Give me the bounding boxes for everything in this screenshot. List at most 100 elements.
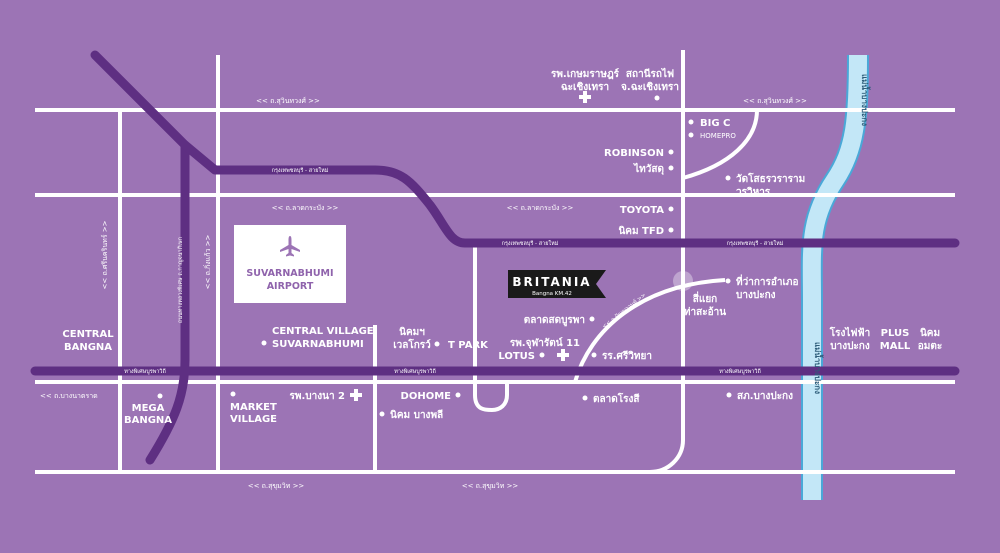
place-district-2: บางปะกง xyxy=(736,289,776,301)
place-market-village-1: MARKET xyxy=(230,402,277,413)
dot-police xyxy=(726,392,732,398)
dot-homepro xyxy=(688,132,694,138)
expressway-kanchanaphisek xyxy=(90,50,190,465)
place-power-plant-1: โรงไฟฟ้า xyxy=(829,326,870,339)
dot-lotus xyxy=(539,352,545,358)
label-burapha-mid: ทางพิเศษบูรพาวิถี xyxy=(394,368,436,375)
label-suwinthawong-right: << ถ.สุวินทวงศ์ >> xyxy=(743,97,807,105)
expressway-network xyxy=(30,50,960,465)
label-latkrabang-right: << ถ.ลาดกระบัง >> xyxy=(507,204,574,212)
place-amata-1: นิคม xyxy=(920,327,940,339)
place-temple-1: วัดโสธรวราราม xyxy=(736,172,805,185)
place-mega-bangna-1: MEGA xyxy=(132,403,165,414)
place-hospital-chularat: รพ.จุฬารัตน์ 11 xyxy=(510,337,580,349)
hospital-cross-icon xyxy=(350,389,362,401)
label-latkrabang-left: << ถ.ลาดกระบัง >> xyxy=(272,204,339,212)
label-burapha-right: ทางพิเศษบูรพาวิถี xyxy=(719,368,761,375)
airport-name-line2: AIRPORT xyxy=(267,281,314,292)
brand-sub: Bangna KM.42 xyxy=(532,291,572,297)
place-market-village-2: VILLAGE xyxy=(230,414,277,425)
place-school: รร.ศรีวิทยา xyxy=(602,350,652,362)
place-mega-bangna-2: BANGNA xyxy=(124,415,172,426)
dot-market-village xyxy=(230,391,236,397)
place-station-2: จ.ฉะเชิงเทรา xyxy=(621,81,679,93)
place-dohome: DOHOME xyxy=(401,391,452,402)
place-talat-burapha: ตลาดสดบูรพา xyxy=(524,315,585,327)
place-bangplee: นิคม บางพลี xyxy=(390,409,443,421)
place-plus-mall-2: MALL xyxy=(880,341,911,352)
dot-nikhom-tfd xyxy=(668,227,674,233)
place-central-village-1: CENTRAL VILLAGE xyxy=(272,326,374,337)
place-homepro: HOMEPRO xyxy=(700,132,736,140)
hospital-cross-icon xyxy=(557,349,569,361)
place-hospital-bangna2: รพ.บางนา 2 xyxy=(290,391,346,402)
place-temple-2: วรวิหาร xyxy=(736,186,771,198)
label-burapha-left: ทางพิเศษบูรพาวิถี xyxy=(124,368,166,375)
place-hospital-top-1: รพ.เกษมราษฎร์ xyxy=(551,68,620,80)
place-station-1: สถานีรถไฟ xyxy=(626,67,674,80)
road-bottom-curve xyxy=(649,382,685,474)
label-river-bottom: แม่น้ำบางปะกง xyxy=(813,342,824,394)
place-thaiwatsadu: ไทวัสดุ xyxy=(633,162,664,175)
label-river-top: แม่น้ำบางปะกง xyxy=(860,74,871,126)
place-district-1: ที่ว่าการอำเภอ xyxy=(736,274,799,288)
airplane-icon xyxy=(280,236,300,257)
road-panyawan xyxy=(573,278,726,383)
label-motorway-mid-right: กรุงเทพชลบุรี - สายใหม่ xyxy=(727,240,784,247)
road-tpark-loop xyxy=(473,245,509,413)
dot-talat-burapha xyxy=(589,316,595,322)
place-lotus: LOTUS xyxy=(498,351,535,362)
place-robinson: ROBINSON xyxy=(604,148,664,159)
label-bangna-trad: << ถ.บางนาตราด xyxy=(40,392,98,400)
dot-welgrow xyxy=(434,341,440,347)
dot-thaiwatsadu xyxy=(668,165,674,171)
airport-name-line1: SUVARNABHUMI xyxy=(246,268,333,279)
place-central-bangna-2: BANGNA xyxy=(64,342,112,353)
dot-station xyxy=(654,95,660,101)
label-kanchanaphisek: ถนนทางหลวงพิเศษ ถ.กาญจนาภิเษก xyxy=(177,237,184,323)
place-nikhom-tfd: นิคม TFD xyxy=(618,225,664,237)
place-amata-2: อมตะ xyxy=(918,341,942,352)
dot-dohome xyxy=(455,392,461,398)
dot-central-village xyxy=(261,340,267,346)
brand-name: BRITANIA xyxy=(512,275,591,289)
dot-bigc xyxy=(688,119,694,125)
dot-toyota xyxy=(668,206,674,212)
dot-robinson xyxy=(668,149,674,155)
dot-district-office xyxy=(725,278,731,284)
place-junction-1: สี่แยก xyxy=(693,291,717,305)
label-kingkaew: << ถ.กิ่งแก้ว >> xyxy=(203,235,212,290)
dot-bangplee xyxy=(379,411,385,417)
junction-marker xyxy=(673,271,693,291)
road-network xyxy=(35,50,955,474)
dot-temple xyxy=(725,175,731,181)
place-tpark: T PARK xyxy=(448,340,489,351)
dot-school xyxy=(591,352,597,358)
dot-talat-rongsi xyxy=(582,395,588,401)
place-bigc: BIG C xyxy=(700,118,730,129)
place-welgrow-2: เวลโกรว์ xyxy=(393,338,431,351)
label-sukhumvit-left: << ถ.สุขุมวิท >> xyxy=(248,482,305,490)
place-power-plant-2: บางปะกง xyxy=(830,340,870,352)
label-motorway-mid-left: กรุงเทพชลบุรี - สายใหม่ xyxy=(502,240,559,247)
place-talat-rongsi: ตลาดโรงสี xyxy=(593,392,640,405)
place-toyota: TOYOTA xyxy=(620,205,664,216)
dot-mega-bangna xyxy=(157,393,163,399)
label-motorway-top: กรุงเทพชลบุรี - สายใหม่ xyxy=(272,167,329,174)
label-sukhumvit-right: << ถ.สุขุมวิท >> xyxy=(462,482,519,490)
label-srinakarin: << ถ.ศรีนครินทร์ >> xyxy=(101,220,109,289)
brand-badge: BRITANIA Bangna KM.42 xyxy=(508,270,606,298)
place-central-village-2: SUVARNABHUMI xyxy=(272,339,364,350)
place-junction-2: ท่าสะอ้าน xyxy=(684,306,726,318)
expressway-motorway xyxy=(180,140,960,248)
place-police: สภ.บางปะกง xyxy=(737,390,793,402)
place-welgrow-1: นิคมฯ xyxy=(399,326,425,338)
place-central-bangna-1: CENTRAL xyxy=(62,329,114,340)
place-plus-mall-1: PLUS xyxy=(881,328,910,339)
bangpakong-river-fill xyxy=(802,54,867,500)
place-hospital-top-2: ฉะเชิงเทรา xyxy=(561,81,609,93)
road-bigc-curve xyxy=(682,109,759,180)
label-suwinthawong-left: << ถ.สุวินทวงศ์ >> xyxy=(256,97,320,105)
